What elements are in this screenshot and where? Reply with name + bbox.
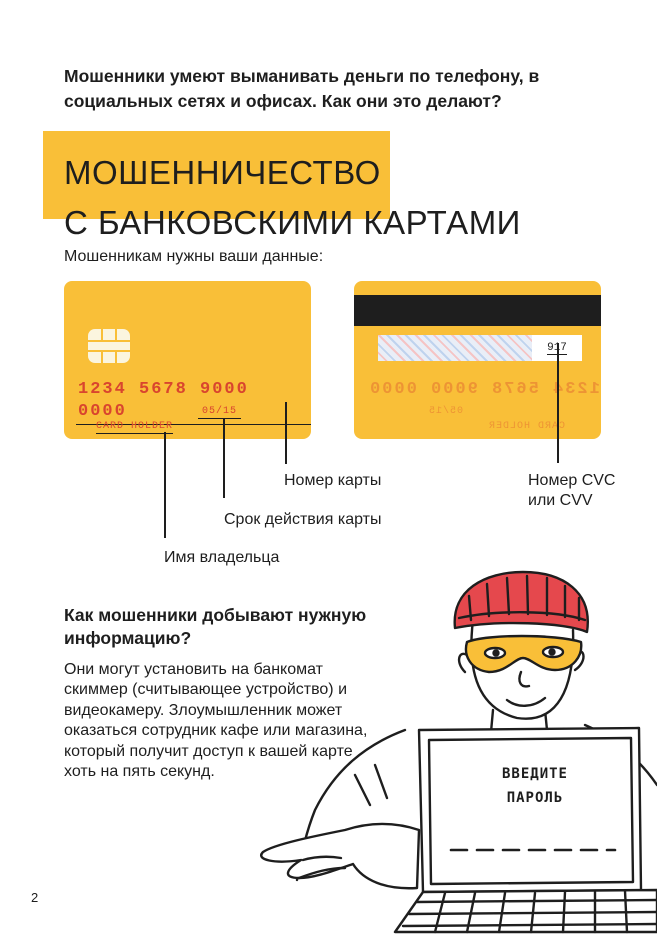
label-card-number: Номер карты — [284, 472, 382, 489]
title-highlight — [43, 131, 390, 219]
card-holder-text: CARD HOLDER — [96, 421, 174, 434]
callout-line-holder — [164, 432, 166, 538]
card-back-mirror-number: 1234 5678 9000 0000 — [368, 380, 600, 399]
section-body: Они могут установить на банкомат скиммер… — [64, 661, 368, 781]
laptop-screen-line1: ВВЕДИТЕ — [501, 766, 568, 782]
callout-line-number — [285, 402, 287, 464]
label-cvv: Номер CVC или CVV — [528, 471, 615, 511]
laptop-screen-line2: ПАРОЛЬ — [506, 790, 564, 806]
chip-icon — [88, 329, 130, 363]
card-expiry-text: 05/15 — [198, 405, 242, 419]
page-title: МОШЕННИЧЕСТВО С БАНКОВСКИМИ КАРТАМИ — [64, 148, 521, 248]
card-back-mirror-expiry: 05/15 — [428, 406, 464, 417]
card-front: 1234 5678 9000 0000 05/15 CARD HOLDER — [64, 281, 311, 439]
card-number-text: 1234 5678 9000 0000 — [76, 379, 311, 425]
label-expiry: Срок действия карты — [224, 511, 382, 528]
section-heading: Как мошенники добывают нужную информацию… — [64, 605, 367, 648]
label-holder: Имя владельца — [164, 549, 280, 566]
magnetic-stripe — [354, 295, 601, 326]
page-title-line1: МОШЕННИЧЕСТВО — [64, 154, 381, 191]
fraudster-laptop-icon — [260, 570, 657, 934]
callout-line-cvv — [557, 343, 559, 463]
label-cvv-line1: Номер CVC — [528, 472, 616, 489]
label-cvv-line2: или CVV — [528, 492, 593, 509]
page-title-line2: С БАНКОВСКИМИ КАРТАМИ — [64, 204, 521, 241]
laptop-screen-text: ВВЕДИТЕ ПАРОЛЬ — [465, 766, 605, 806]
intro-text: Мошенники умеют выманивать деньги по тел… — [64, 66, 540, 111]
page-number: 2 — [31, 890, 39, 905]
callout-line-expiry — [223, 418, 225, 498]
fraudster-illustration: ВВЕДИТЕ ПАРОЛЬ — [255, 560, 657, 937]
subtitle: Мошенникам нужны ваши данные: — [64, 248, 324, 265]
card-back: 917 1234 5678 9000 0000 05/15 CARD HOLDE… — [354, 281, 601, 439]
card-back-mirror-holder: CARD HOLDER — [488, 421, 566, 432]
signature-strip — [378, 335, 532, 361]
